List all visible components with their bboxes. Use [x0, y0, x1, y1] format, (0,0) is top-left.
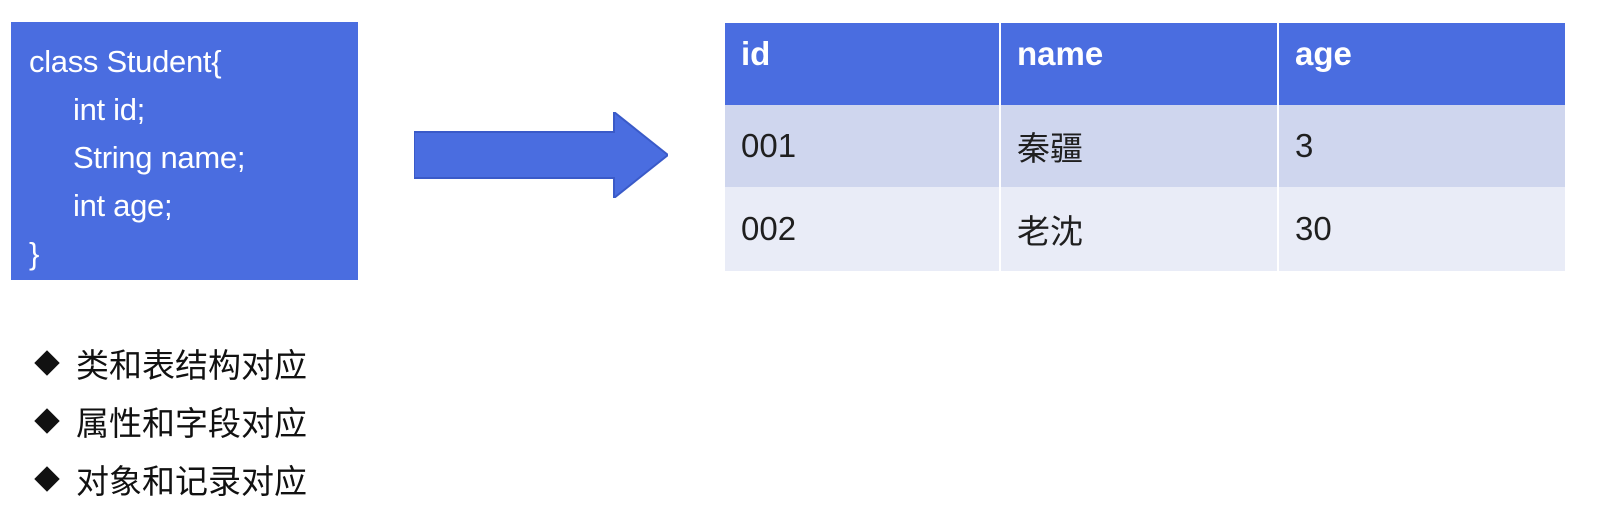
diamond-bullet-icon: [34, 466, 60, 492]
mapping-bullet-list: 类和表结构对应 属性和字段对应 对象和记录对应: [30, 334, 307, 508]
mapping-arrow: [414, 112, 668, 198]
code-line-id-field: int id;: [73, 92, 145, 127]
arrow-shape: [414, 112, 668, 198]
bullet-text: 属性和字段对应: [76, 404, 307, 443]
table-header-row: id name age: [725, 23, 1565, 105]
diamond-bullet-icon: [34, 350, 60, 376]
diamond-bullet-icon: [34, 408, 60, 434]
bullet-text: 对象和记录对应: [76, 462, 307, 501]
table-cell: 老沈: [1001, 187, 1279, 271]
student-table: id name age 001 秦疆 3 002 老沈 30: [725, 23, 1565, 271]
table-cell: 30: [1295, 210, 1332, 247]
table-cell: 3: [1295, 127, 1314, 164]
list-item: 对象和记录对应: [30, 450, 307, 508]
header-cell-age: age: [1295, 35, 1352, 72]
bullet-text: 类和表结构对应: [76, 346, 307, 385]
code-line-name-field: String name;: [73, 140, 246, 175]
table-cell: 002: [725, 187, 1001, 271]
table-cell: 秦疆: [1001, 105, 1279, 187]
list-item: 类和表结构对应: [30, 334, 307, 392]
header-cell-name: name: [1001, 23, 1279, 105]
table-row: 002 老沈 30: [725, 187, 1565, 271]
table-cell: 001: [725, 105, 1001, 187]
table-row: 001 秦疆 3: [725, 105, 1565, 187]
header-cell-id: id: [725, 23, 1001, 105]
class-code-box: class Student{ int id; String name; int …: [11, 22, 358, 280]
code-line-class-decl: class Student{: [29, 44, 222, 79]
code-line-close-brace: }: [29, 236, 40, 271]
list-item: 属性和字段对应: [30, 392, 307, 450]
code-line-age-field: int age;: [73, 188, 173, 223]
